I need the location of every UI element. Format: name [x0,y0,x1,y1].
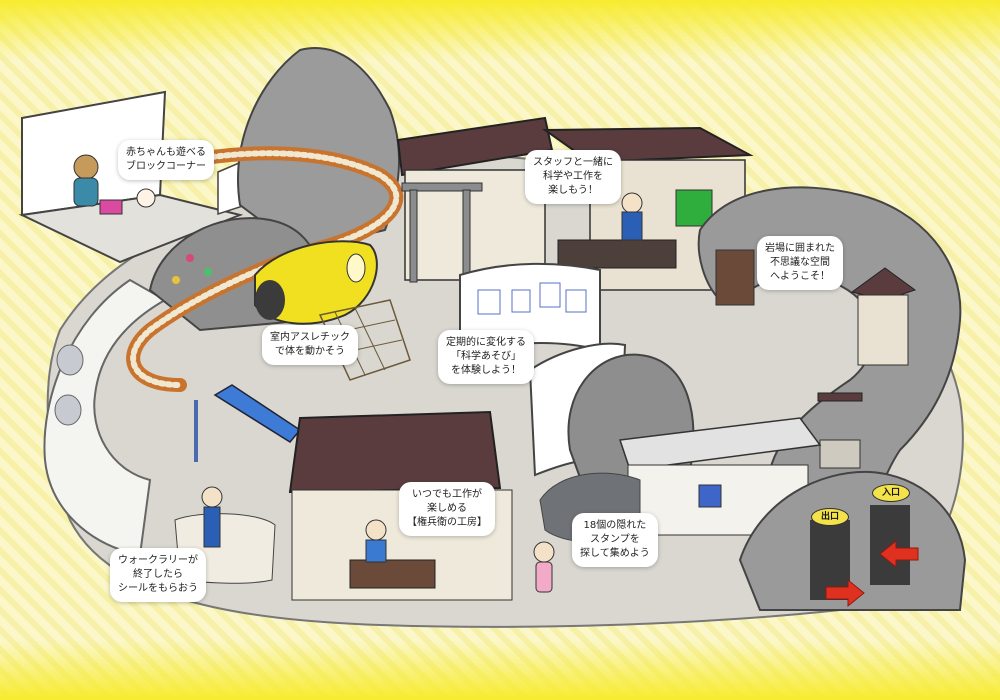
cave-bookshelf [715,249,755,306]
baby-figure [136,188,156,208]
lab-board [675,189,713,227]
craftsman-body [365,539,387,563]
hut-right-wall [857,294,909,366]
staff-body [621,211,643,241]
poster-4 [565,289,587,313]
poster-1 [477,289,501,315]
background-bottom-glow [0,640,1000,700]
label-walk-rally: ウォークラリーが 終了したら シールをもらおう [110,548,206,602]
climbing-hold-2 [204,268,212,276]
staff-rally-figure [201,486,223,508]
workshop-roof [288,410,502,494]
craftsman-figure [365,519,387,541]
torii-post-right [462,189,471,283]
arrow-left-icon [879,539,919,569]
label-athletic: 室内アスレチック で体を動かそう [262,325,358,365]
white-building-roof [618,417,822,471]
well-base [819,439,861,469]
background-top-glow [0,0,1000,60]
well-frame [817,392,863,402]
workshop-desk [349,559,436,589]
parent-body [73,177,99,207]
yellow-tube-opening [255,280,285,320]
yellow-tube-window [346,253,366,283]
wall-window-2 [54,394,82,426]
arrow-right-icon [825,578,865,608]
label-science-play: 定期的に変化する 「科学あそび」 を体験しよう！ [438,330,534,384]
entrance-opening [870,505,910,585]
exit-sign: 出口 [811,508,849,526]
staff-figure [621,192,643,214]
wall-window-1 [56,344,84,376]
label-stamps: 18個の隠れた スタンプを 探して集めよう [572,513,658,567]
toy-blocks [99,199,123,215]
yellow-tube [254,240,378,325]
child-stamp-body [535,561,553,593]
poster-3 [539,282,561,308]
torii-post-left [409,189,418,283]
net-line-2 [354,307,386,371]
climbing-hold-3 [172,276,180,284]
parent-figure [73,154,99,180]
poster-2 [511,289,531,313]
label-workshop: いつでも工作が 楽しめる 【権兵衛の工房】 [399,482,495,536]
label-baby-corner: 赤ちゃんも遊べる ブロックコーナー [118,140,214,180]
entrance-sign: 入口 [872,484,910,502]
staff-rally-body [203,506,221,548]
climbing-hold-1 [186,254,194,262]
lab-table [557,239,677,269]
child-stamp-figure [533,541,555,563]
white-building-window [698,484,722,508]
torii-top [401,182,483,192]
label-rock-space: 岩場に囲まれた 不思議な空間 へようこそ！ [757,236,843,290]
label-science-craft: スタッフと一緒に 科学や工作を 楽しもう！ [525,150,621,204]
